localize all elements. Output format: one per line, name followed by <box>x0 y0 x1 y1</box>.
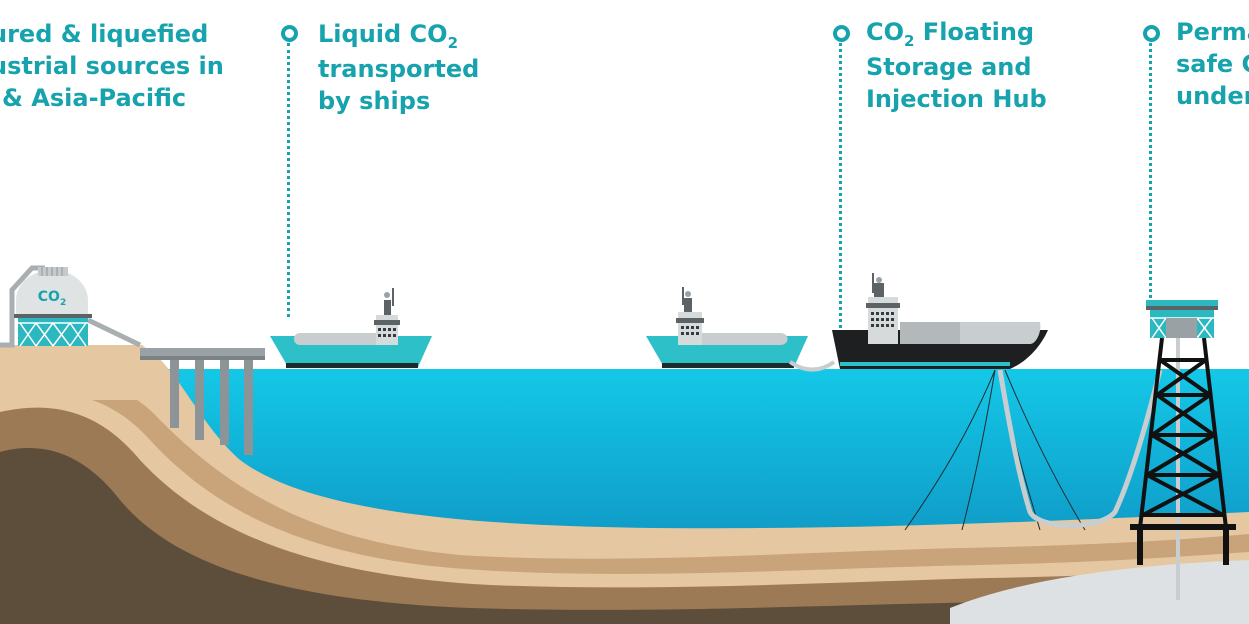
callout-source-line-1: ured & liquefied <box>0 20 209 48</box>
injection-riser <box>997 369 1163 528</box>
callout-storage: Perma safe C under <box>1176 16 1249 112</box>
callout-hub-leader <box>839 43 842 328</box>
floating-storage-hub <box>832 273 1048 369</box>
co2-tank-facility: CO2 <box>0 265 142 348</box>
callout-hub-subscript: 2 <box>904 32 915 50</box>
tank-co2-subscript: 2 <box>60 298 66 308</box>
callout-source: ured & liquefied ustrial sources in & As… <box>0 18 224 114</box>
callout-ships-leader <box>287 43 290 317</box>
callout-storage-line-1: Perma <box>1176 18 1249 46</box>
land <box>0 345 172 400</box>
mooring-lines <box>904 369 1086 531</box>
callout-ships-marker <box>281 25 298 42</box>
jetty <box>140 348 265 455</box>
callout-hub: CO2 Floating Storage and Injection Hub <box>866 16 1047 115</box>
callout-ships-subscript: 2 <box>447 34 458 52</box>
callout-storage-line-3: under <box>1176 82 1249 110</box>
callout-hub-line-1: CO2 Floating <box>866 18 1035 50</box>
callout-storage-leader <box>1149 43 1152 298</box>
callout-hub-marker <box>833 25 850 42</box>
callout-storage-line-2: safe C <box>1176 50 1249 78</box>
callout-hub-line-3: Injection Hub <box>866 85 1047 113</box>
ship-1 <box>270 288 432 368</box>
tank-co2-label: CO2 <box>38 289 66 308</box>
callout-ships-line-3: by ships <box>318 87 431 115</box>
callout-hub-line-2: Storage and <box>866 53 1032 81</box>
injection-platform <box>1130 300 1236 600</box>
transfer-hose <box>788 360 836 372</box>
ship-2 <box>646 287 808 368</box>
callout-source-line-2: ustrial sources in <box>0 52 224 80</box>
reservoir <box>950 560 1249 624</box>
callout-source-line-3: & Asia-Pacific <box>2 84 187 112</box>
callout-ships-line-2: transported <box>318 55 480 83</box>
callout-ships: Liquid CO2 transported by ships <box>318 18 479 117</box>
callout-ships-line-1: Liquid CO2 <box>318 20 458 52</box>
callout-storage-marker <box>1143 25 1160 42</box>
